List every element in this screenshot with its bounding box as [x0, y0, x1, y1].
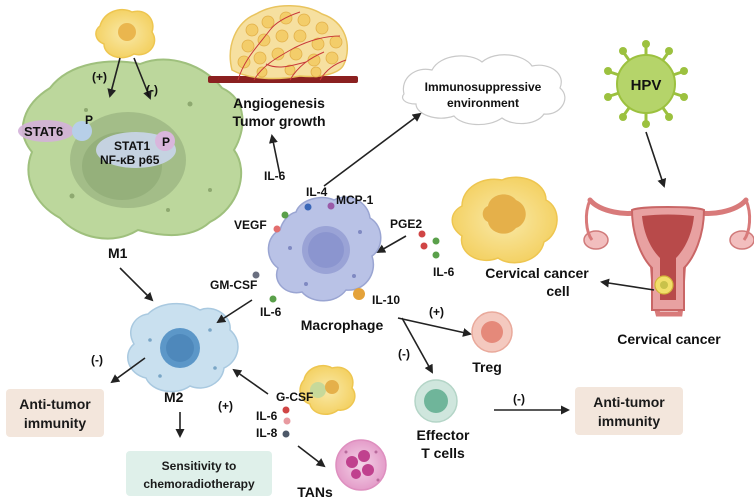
arrow-cancer-to-macrophage — [376, 235, 407, 253]
pge2-label: PGE2 — [390, 217, 422, 231]
nfkb-label: NF-κB p65 — [100, 153, 160, 167]
arrow-mac-to-angio — [268, 134, 281, 176]
tan-gcsf-label: G-CSF — [276, 390, 313, 404]
tan-plus-label: (+) — [218, 399, 233, 413]
hpv-virus — [604, 40, 688, 128]
mac-vegf-label: VEGF — [234, 218, 267, 232]
blood-vessel-bar — [208, 76, 358, 83]
tan-il6-label: IL-6 — [256, 409, 278, 423]
treg-plus-label: (+) — [429, 305, 444, 319]
stat6-p-label: P — [85, 113, 93, 127]
cervical-cell-line2: cell — [546, 283, 569, 299]
arrow-uterus-to-cancer-cell — [600, 278, 655, 291]
m1-macrophage — [18, 58, 244, 240]
arrow-il10-to-effector — [401, 317, 433, 374]
immuno-cloud — [401, 54, 566, 126]
sensitivity-line2: chemoradiotherapy — [143, 477, 255, 491]
stat1-p-label: P — [162, 135, 170, 149]
tumor-vessel-illustration — [208, 5, 358, 83]
immuno-line2: environment — [447, 96, 519, 110]
hpv-capsid — [616, 54, 676, 114]
sensitivity-line1: Sensitivity to — [162, 459, 237, 473]
macrophage-label: Macrophage — [301, 317, 384, 333]
arrow-hpv-to-uterus — [645, 131, 667, 188]
stat1-phospho-dot — [155, 131, 175, 151]
stat6-receptor — [18, 120, 74, 142]
tan-cell — [335, 439, 387, 491]
stat6-phospho-dot — [72, 121, 92, 141]
arrow-il10-to-treg — [397, 317, 472, 337]
angio-line1: Angiogenesis — [233, 95, 325, 111]
antitumor-right-line1: Anti-tumor — [593, 394, 665, 410]
arrow-m2-to-antitumor — [110, 357, 146, 384]
antitumor-left-line2: immunity — [24, 415, 86, 431]
central-macrophage — [267, 196, 382, 302]
mac-il4-label: IL-4 — [306, 185, 328, 199]
mac-il10-label: IL-10 — [372, 293, 400, 307]
cervical-cancer-cell — [451, 176, 558, 264]
m2-minus-label: (-) — [91, 353, 103, 367]
hpv-label: HPV — [631, 77, 662, 94]
immuno-line1: Immunosuppressive — [425, 80, 542, 94]
effector-minus-in-label: (-) — [398, 347, 410, 361]
stat6-label: STAT6 — [24, 124, 63, 139]
il10-dot — [353, 288, 365, 300]
mac-il6-top-label: IL-6 — [264, 169, 286, 183]
effector-t-cell — [414, 379, 458, 423]
arrow-mac-to-immuno — [323, 112, 422, 187]
cervical-cell-line1: Cervical cancer — [485, 265, 589, 281]
stat1-label: STAT1 — [114, 139, 151, 153]
arrow-mac-to-m2 — [216, 299, 253, 324]
uterus-illustration — [583, 197, 754, 317]
effector-minus-out-label: (-) — [513, 392, 525, 406]
cervical-cancer-label: Cervical cancer — [617, 331, 721, 347]
arrow-m1-to-m2 — [119, 267, 154, 302]
tans-label: TANs — [297, 484, 333, 500]
cancer-il6-label: IL-6 — [433, 265, 455, 279]
arrow-cancer-to-stat6 — [107, 57, 121, 98]
tan-il8-label: IL-8 — [256, 426, 278, 440]
treg-cell — [471, 311, 513, 353]
arrow-tan-factors-to-m2 — [232, 368, 269, 395]
angio-line2: Tumor growth — [232, 113, 325, 129]
cancer-cell-bottom — [299, 364, 356, 416]
m1-plus-label: (+) — [92, 70, 107, 84]
effector-line1: Effector — [417, 427, 470, 443]
arrow-cancer-to-stat1 — [133, 57, 152, 100]
sensitivity-box — [126, 451, 272, 496]
m1-title: M1 — [108, 245, 128, 261]
m2-macrophage — [127, 302, 239, 393]
treg-label: Treg — [472, 359, 502, 375]
antitumor-right-line2: immunity — [598, 413, 660, 429]
m1-minus-label: (-) — [146, 83, 158, 97]
antitumor-box-right — [575, 387, 683, 435]
cancer-cell-top — [95, 8, 156, 59]
antitumor-left-line1: Anti-tumor — [19, 396, 91, 412]
mac-gmcsf-label: GM-CSF — [210, 278, 257, 292]
effector-line2: T cells — [421, 445, 465, 461]
antitumor-box-left — [6, 389, 104, 437]
mac-mcp1-label: MCP-1 — [336, 193, 374, 207]
m2-title: M2 — [164, 389, 184, 405]
arrow-to-tans — [297, 445, 326, 468]
mac-il6-bottom-label: IL-6 — [260, 305, 282, 319]
